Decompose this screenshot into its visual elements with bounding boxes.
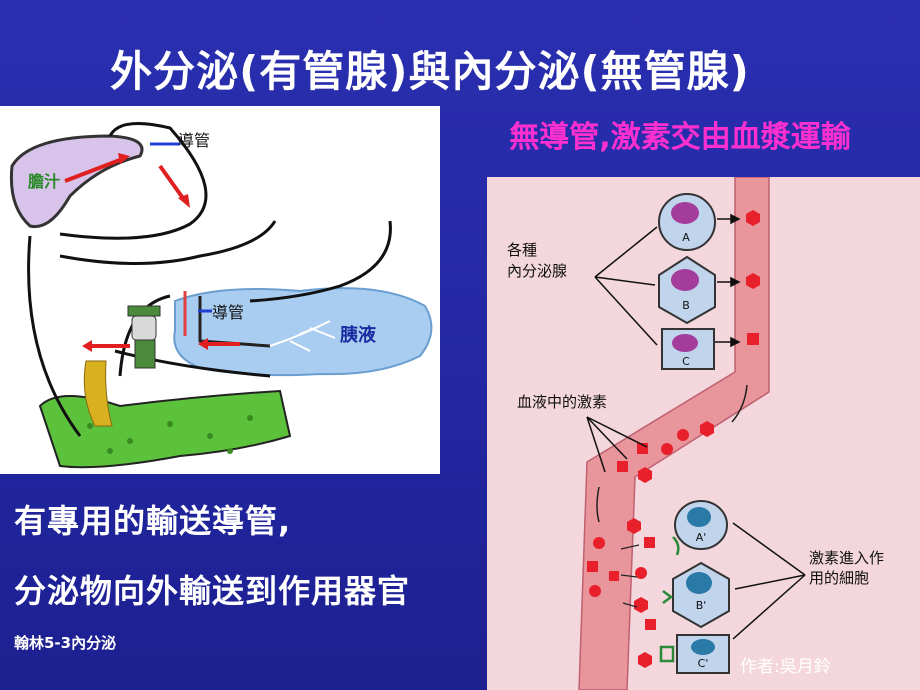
duct-outline (59, 122, 208, 240)
exocrine-caption-line2: 分泌物向外輸送到作用器官 (14, 572, 411, 610)
gland-c: C (661, 328, 715, 370)
target-cells-label-line1: 激素進入作 (809, 549, 884, 567)
exocrine-illustration: 膽汁 導管 導管 胰液 (0, 106, 440, 474)
exocrine-caption-line1: 有專用的輸送導管, (14, 502, 292, 540)
author-credit: 作者:吳月鈴 (740, 657, 831, 677)
blood-hormone-label: 血液中的激素 (517, 393, 607, 411)
target-cell-a: A' (672, 500, 728, 556)
target-a-label: A' (696, 531, 707, 544)
blood-vessel (578, 177, 770, 690)
intestine-shape (38, 389, 292, 469)
pancreas-shape (173, 287, 433, 377)
duct-label-lower: 導管 (212, 303, 244, 322)
gland-b: B (658, 255, 716, 325)
gland-c-label: C (682, 355, 690, 368)
secretion-flow (83, 360, 113, 427)
target-c-label: C' (698, 657, 709, 670)
glands-label-line2: 內分泌腺 (507, 262, 567, 280)
glands-label-line1: 各種 (507, 241, 537, 259)
duodenum-outline (27, 235, 82, 437)
target-b-label: B' (696, 599, 707, 612)
endocrine-subtitle: 無導管,激素交由血漿運輸 (509, 120, 851, 155)
duct-label-top: 導管 (178, 131, 210, 150)
slide-footer: 翰林5-3內分泌 (14, 634, 117, 652)
gland-b-label: B (682, 299, 690, 312)
exocrine-diagram-svg: 膽汁 導管 導管 胰液 (9, 122, 433, 469)
worker-figure (127, 305, 161, 369)
target-cell-b: B' (662, 561, 730, 629)
slide-title: 外分泌(有管腺)與內分泌(無管腺) (110, 47, 750, 96)
target-cell-c: C' (659, 634, 730, 674)
pancreatic-juice-label: 胰液 (339, 324, 377, 346)
gland-a: A (658, 193, 716, 251)
endocrine-diagram-svg: A B C (507, 177, 884, 690)
gland-a-label: A (682, 231, 690, 244)
target-cells-label-line2: 用的細胞 (809, 569, 869, 587)
bile-label: 膽汁 (28, 172, 60, 191)
endocrine-illustration: A B C (487, 177, 920, 690)
gallbladder-shape (9, 134, 144, 229)
